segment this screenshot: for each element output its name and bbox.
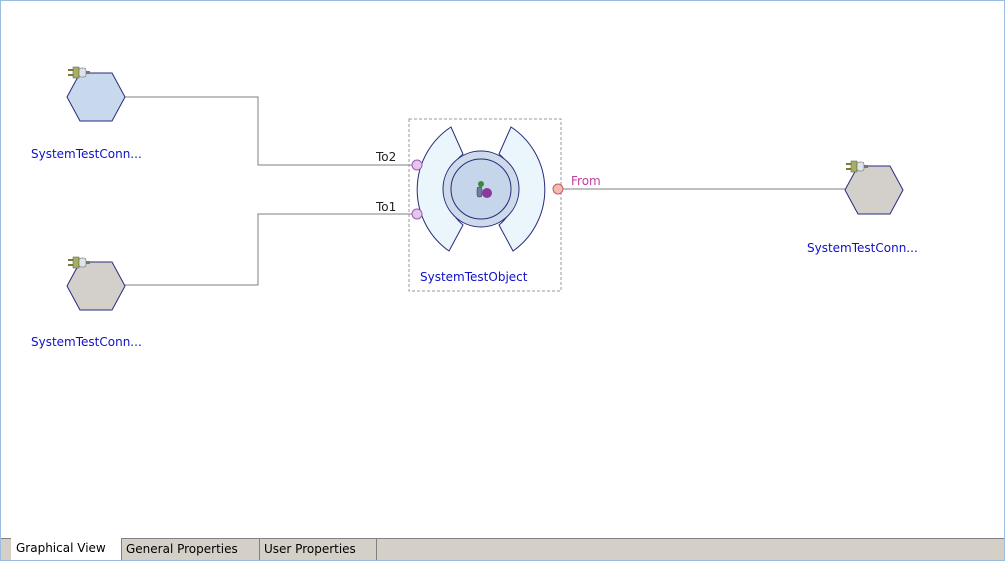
hexagon-shape [844, 165, 904, 215]
port-to2-label: To2 [376, 150, 397, 164]
connector-node-1[interactable] [66, 66, 126, 122]
tab-user-properties[interactable]: User Properties [260, 539, 377, 560]
view-tab-bar: Graphical View General Properties User P… [1, 538, 1004, 560]
diagram-svg [66, 66, 904, 311]
connector-node-2[interactable] [66, 256, 126, 311]
port-to1-icon[interactable] [411, 208, 423, 220]
port-from-label: From [571, 174, 601, 188]
test-object-label[interactable]: SystemTestObject [420, 270, 528, 284]
selection-box [408, 118, 562, 292]
graphical-canvas[interactable]: SystemTestConn... SystemTestConn... Syst… [1, 1, 1004, 537]
wire-connector2-to1[interactable] [125, 213, 412, 286]
connector-node-3[interactable] [844, 160, 904, 215]
connector-label[interactable]: SystemTestConn... [807, 241, 918, 255]
port-from-icon[interactable] [552, 183, 564, 195]
wire-connector1-to2[interactable] [125, 96, 412, 166]
hexagon-shape [66, 261, 126, 311]
port-to2-icon[interactable] [411, 159, 423, 171]
hexagon-shape [66, 72, 126, 122]
port-to1-label: To1 [376, 200, 397, 214]
connector-label[interactable]: SystemTestConn... [31, 147, 142, 161]
plug-icon [68, 256, 90, 269]
tab-graphical-view[interactable]: Graphical View [11, 538, 122, 560]
user-object-icon [476, 181, 492, 198]
tab-general-properties[interactable]: General Properties [122, 539, 260, 560]
plug-icon [846, 160, 868, 173]
test-object-node[interactable] [408, 118, 564, 292]
plug-icon [68, 66, 90, 79]
connector-label[interactable]: SystemTestConn... [31, 335, 142, 349]
